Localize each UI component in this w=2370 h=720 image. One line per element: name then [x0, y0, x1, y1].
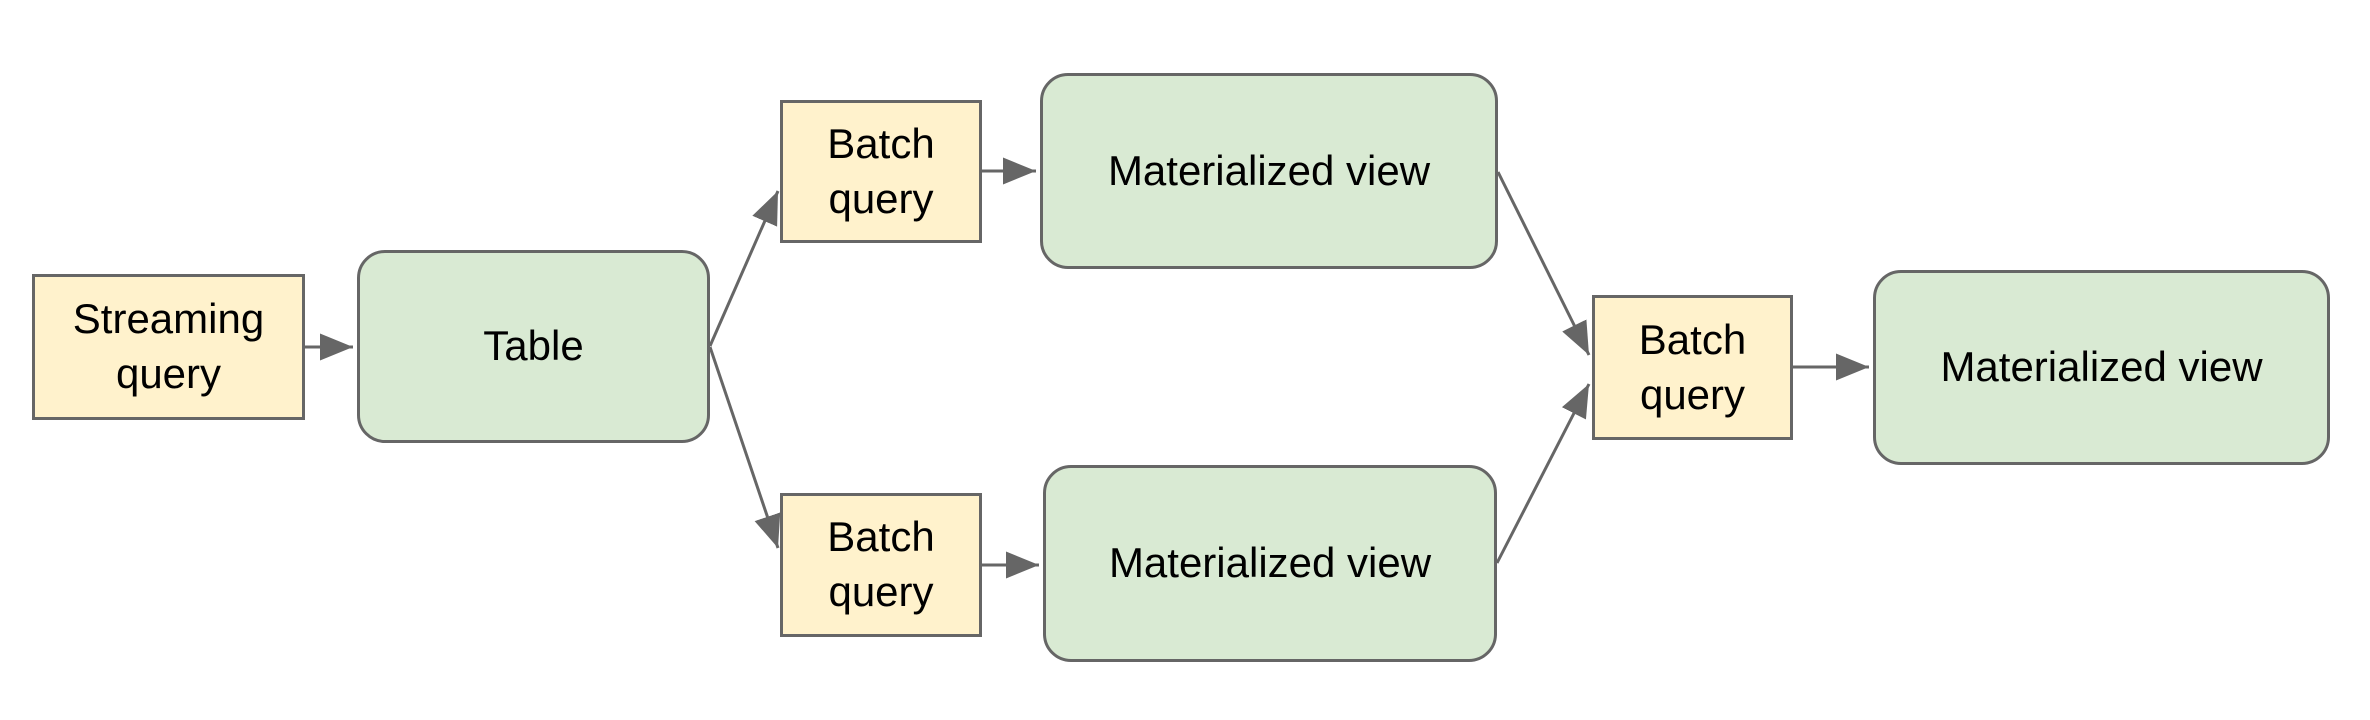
node-label: Materialized view: [1940, 343, 2263, 391]
edge-materialized-view-top-to-batch-query-center: [1496, 171, 1591, 356]
node-materialized-view-top: Materialized view: [1040, 73, 1498, 269]
node-label: Streaming query: [72, 295, 265, 397]
node-label: Batch query: [827, 119, 935, 222]
node-materialized-view-bottom: Materialized view: [1043, 465, 1497, 662]
node-label: Materialized view: [1107, 146, 1431, 194]
node-materialized-view-final: Materialized view: [1873, 270, 2330, 465]
node-label: Batch query: [827, 513, 935, 615]
node-batch-query-center: Batch query: [1592, 295, 1793, 440]
node-batch-query-top: Batch query: [780, 100, 982, 243]
edge-materialized-view-bottom-to-batch-query-center: [1495, 383, 1591, 564]
edge-table-to-batch-query-top: [708, 190, 780, 347]
node-table: Table: [357, 250, 710, 443]
node-label: Batch query: [1638, 315, 1747, 418]
node-label: Materialized view: [1108, 539, 1432, 587]
edge-table-to-batch-query-bottom: [708, 346, 781, 549]
node-label: Table: [483, 322, 584, 370]
node-streaming-query: Streaming query: [32, 274, 305, 420]
node-batch-query-bottom: Batch query: [780, 493, 982, 637]
